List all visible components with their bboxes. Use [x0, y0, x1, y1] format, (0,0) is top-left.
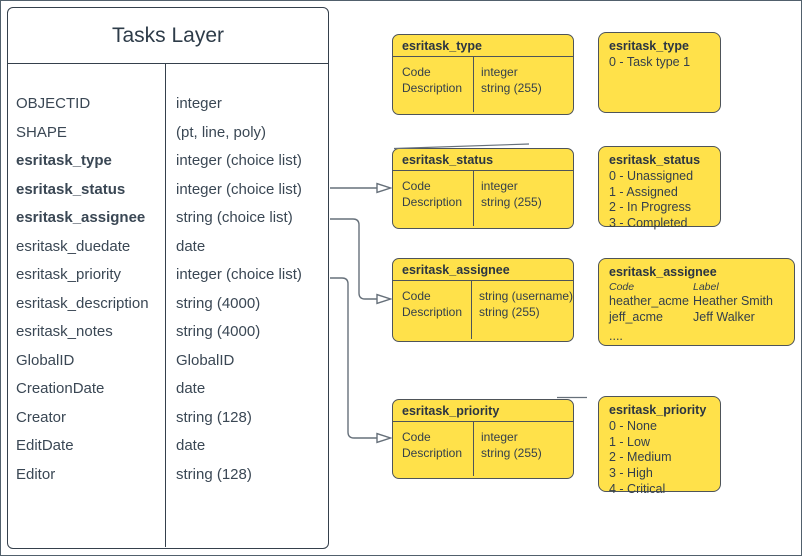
field-name: EditDate: [16, 437, 74, 454]
field-name: OBJECTID: [16, 95, 91, 112]
value-item: 3 - Completed: [609, 216, 688, 231]
def-table-title: esritask_status: [393, 149, 573, 171]
tasks-layer-title: Tasks Layer: [8, 8, 328, 64]
field-type: string (choice list): [176, 209, 293, 226]
field-name: esritask_assignee: [16, 209, 146, 226]
field-name: esritask_status: [16, 180, 126, 198]
field-type: integer (choice list): [176, 266, 302, 283]
field-name: esritask_duedate: [16, 237, 131, 255]
connector-assignee: [330, 218, 377, 300]
connector-priority: [330, 277, 377, 439]
value-item: 0 - Task type 1: [609, 54, 691, 69]
arrowhead-icon: [376, 182, 393, 194]
value-item: 3 - High: [609, 466, 653, 481]
value-item: 4 - Critical: [609, 481, 666, 496]
values-esritask-status: esritask_status 0 - Unassigned 1 - Assig…: [598, 146, 721, 230]
tasks-layer-table: Tasks Layer OBJECTID SHAPE esritask_type…: [7, 7, 329, 549]
def-table-esritask-assignee: esritask_assignee Code Description strin…: [392, 258, 574, 342]
assignee-code: heather_acme: [609, 293, 689, 308]
def-field: Description: [402, 305, 463, 319]
field-name-column: OBJECTID SHAPE esritask_type esritask_st…: [8, 64, 166, 547]
value-item: 1 - Low: [609, 434, 650, 449]
arrowhead-icon: [376, 432, 393, 444]
def-type: string (255): [481, 81, 542, 95]
values-esritask-priority: esritask_priority 0 - None 1 - Low 2 - M…: [598, 396, 721, 496]
values-title: esritask_assignee: [609, 265, 717, 279]
assignee-code: jeff_acme: [609, 309, 663, 324]
def-table-esritask-priority: esritask_priority Code Description integ…: [392, 399, 574, 479]
field-name: esritask_priority: [16, 266, 122, 283]
field-type: date: [176, 380, 206, 397]
arrowhead-icon: [376, 293, 393, 305]
field-type: string (4000): [176, 323, 261, 340]
field-type-column: integer (pt, line, poly) integer (choice…: [166, 64, 328, 547]
def-type: string (255): [481, 195, 542, 209]
def-type: integer: [481, 179, 518, 193]
values-esritask-assignee: esritask_assignee Code Label heather_acm…: [598, 258, 795, 346]
values-title: esritask_status: [609, 153, 701, 167]
field-name: CreationDate: [16, 380, 105, 397]
field-name: esritask_notes: [16, 323, 113, 340]
def-field: Code: [402, 289, 431, 303]
assignee-col-code: Code: [609, 280, 635, 293]
field-type: (pt, line, poly): [176, 123, 267, 141]
def-field: Code: [402, 65, 431, 79]
def-type: string (username): [478, 289, 573, 303]
field-name: Editor: [16, 465, 56, 483]
values-title: esritask_priority: [609, 403, 707, 417]
def-field: Code: [402, 179, 431, 193]
assignee-label: Jeff Walker: [693, 309, 755, 324]
field-type: string (4000): [176, 294, 261, 312]
value-item: 2 - Medium: [609, 450, 672, 465]
field-type: GlobalID: [176, 351, 235, 369]
field-name: GlobalID: [16, 351, 75, 369]
def-table-title: esritask_assignee: [393, 259, 573, 281]
assignee-col-label: Label: [693, 280, 719, 293]
def-type: string (255): [478, 305, 540, 319]
value-item: 1 - Assigned: [609, 184, 678, 199]
value-item: 0 - None: [609, 418, 657, 433]
field-name: Creator: [16, 408, 67, 426]
def-type: string (255): [481, 446, 542, 460]
tasks-layer-body: OBJECTID SHAPE esritask_type esritask_st…: [8, 64, 328, 547]
values-esritask-type: esritask_type 0 - Task type 1: [598, 32, 721, 113]
value-item: 2 - In Progress: [609, 200, 691, 215]
assignee-label: Heather Smith: [693, 293, 773, 308]
field-name: SHAPE: [16, 123, 67, 141]
def-field: Description: [402, 446, 463, 460]
def-table-esritask-type: esritask_type Code Description integer s…: [392, 34, 574, 115]
def-type: integer: [481, 65, 518, 79]
def-field: Description: [402, 195, 463, 209]
field-type: integer (choice list): [176, 180, 302, 198]
field-name: esritask_description: [16, 294, 149, 312]
def-table-esritask-status: esritask_status Code Description integer…: [392, 148, 574, 229]
def-type: integer: [481, 430, 518, 444]
def-table-title: esritask_type: [393, 35, 573, 57]
field-type: string (128): [176, 465, 252, 483]
field-type: string (128): [176, 408, 252, 426]
assignee-ellipsis: ....: [609, 329, 623, 344]
value-item: 0 - Unassigned: [609, 168, 694, 183]
field-type: date: [176, 437, 206, 454]
def-field: Code: [402, 430, 431, 444]
def-table-title: esritask_priority: [393, 400, 573, 422]
def-field: Description: [402, 81, 463, 95]
field-type: date: [176, 237, 206, 255]
values-title: esritask_type: [609, 39, 689, 53]
field-name: esritask_type: [16, 152, 112, 169]
field-type: integer (choice list): [176, 152, 302, 169]
field-type: integer: [176, 95, 222, 112]
